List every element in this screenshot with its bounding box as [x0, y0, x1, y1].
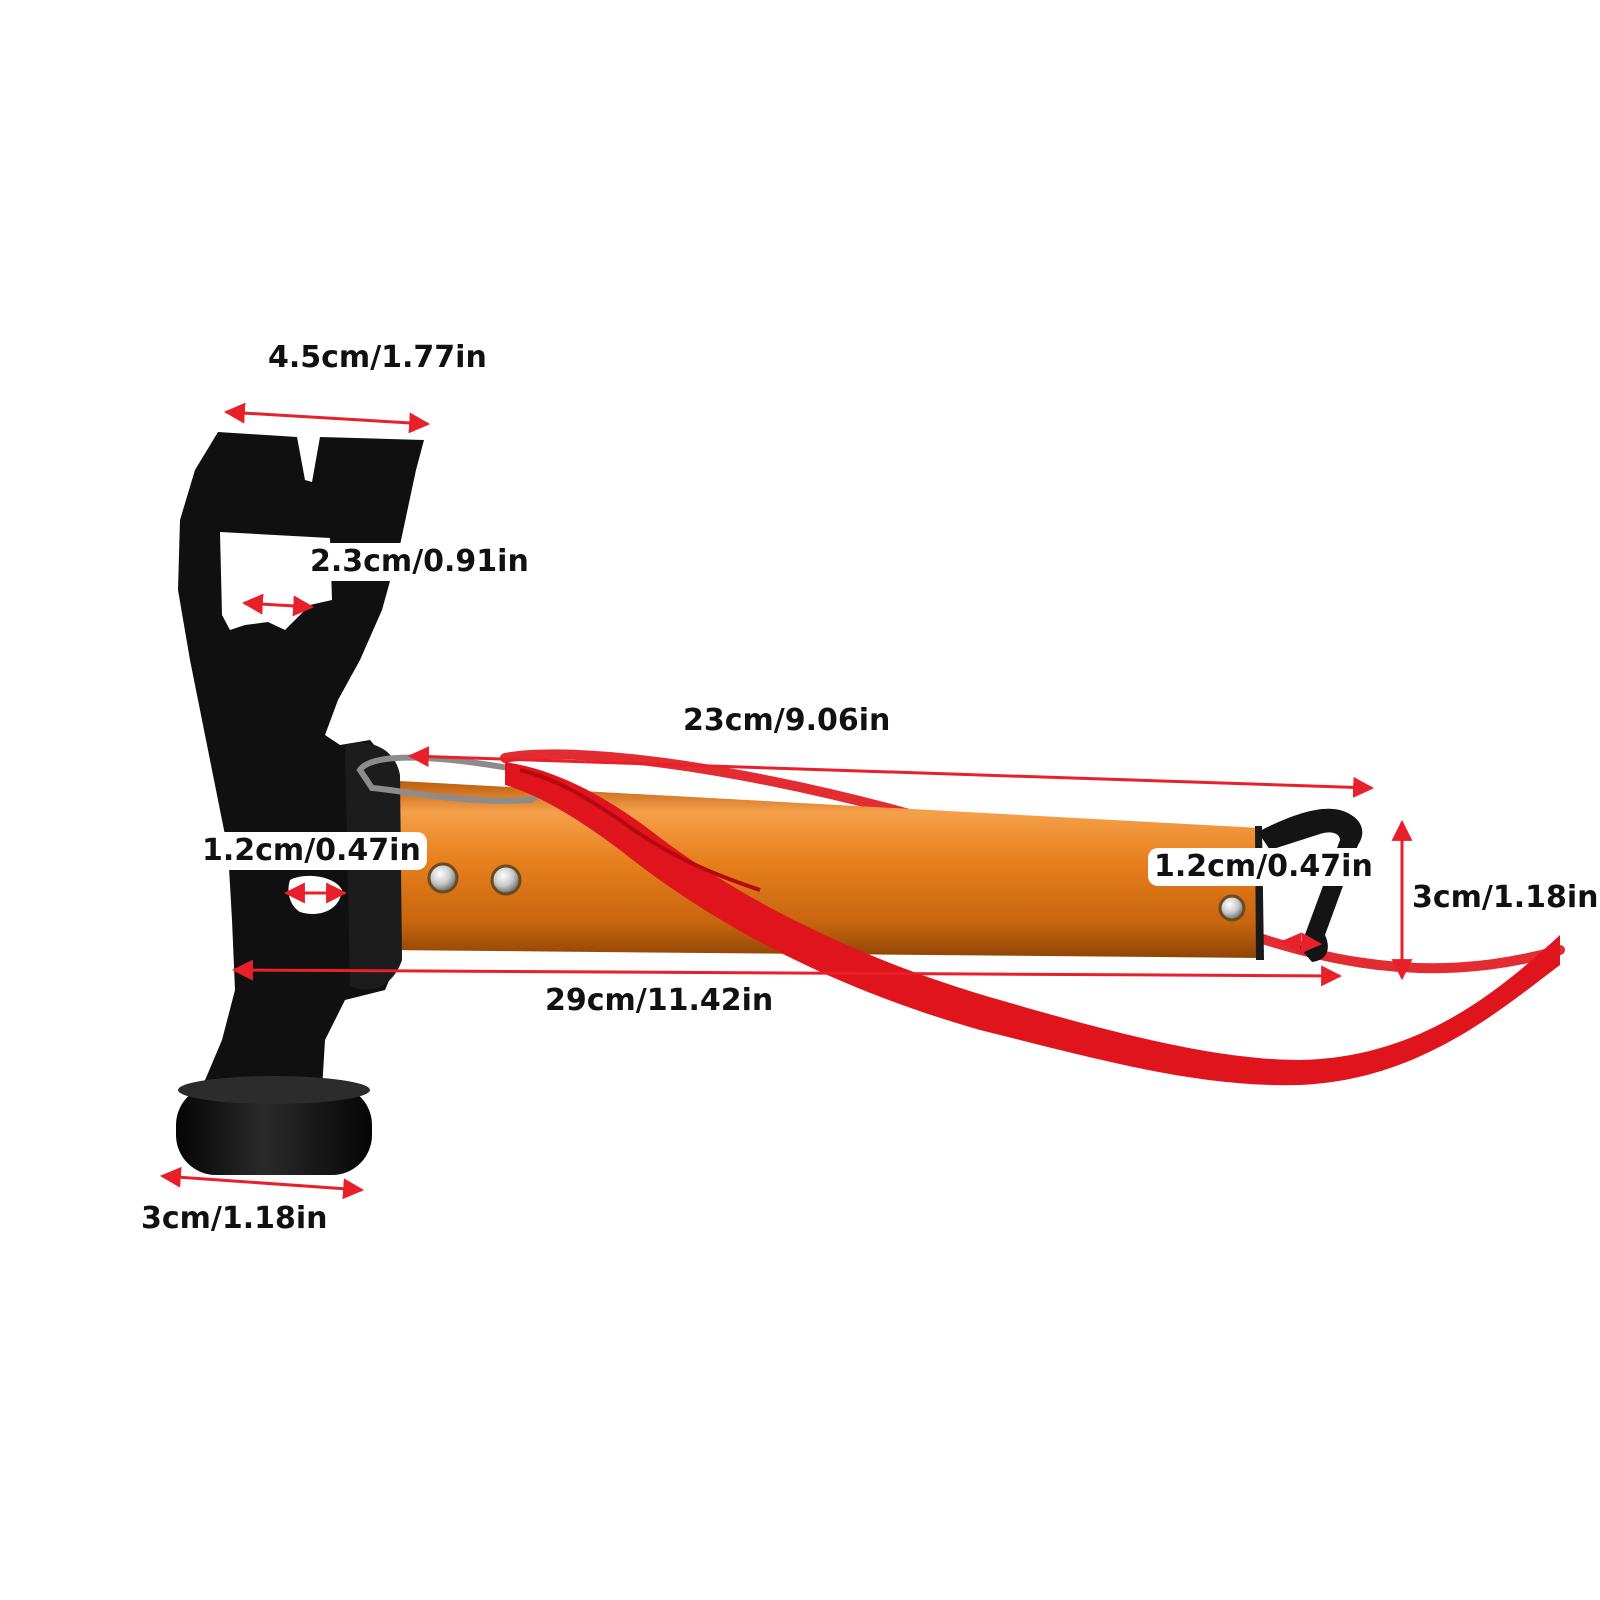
label-total-length: 29cm/11.42in — [545, 983, 774, 1018]
label-head-width: 4.5cm/1.77in — [268, 340, 487, 375]
dimension-lines — [159, 402, 1413, 1200]
rivet-1 — [427, 862, 459, 894]
arrow-face-width — [159, 1166, 365, 1200]
arrow-hole-right — [1279, 932, 1323, 954]
arrow-head-width — [223, 402, 431, 434]
label-handle-length: 23cm/9.06in — [683, 703, 891, 738]
label-face-width: 3cm/1.18in — [141, 1201, 328, 1236]
label-hole-right: 1.2cm/0.47in — [1148, 848, 1379, 886]
rivet-3 — [1218, 894, 1246, 922]
arrow-total-length — [231, 959, 1343, 987]
arrow-handle-length — [407, 746, 1375, 798]
label-opener-width: 2.3cm/0.91in — [304, 543, 535, 581]
hammer-head — [178, 432, 424, 1092]
arrow-opener-width — [241, 593, 315, 617]
striking-face — [176, 1076, 372, 1175]
rivet-2 — [490, 864, 522, 896]
strap-front — [505, 762, 1560, 1086]
label-hole-left: 1.2cm/0.47in — [196, 832, 427, 870]
label-height: 3cm/1.18in — [1412, 880, 1599, 915]
